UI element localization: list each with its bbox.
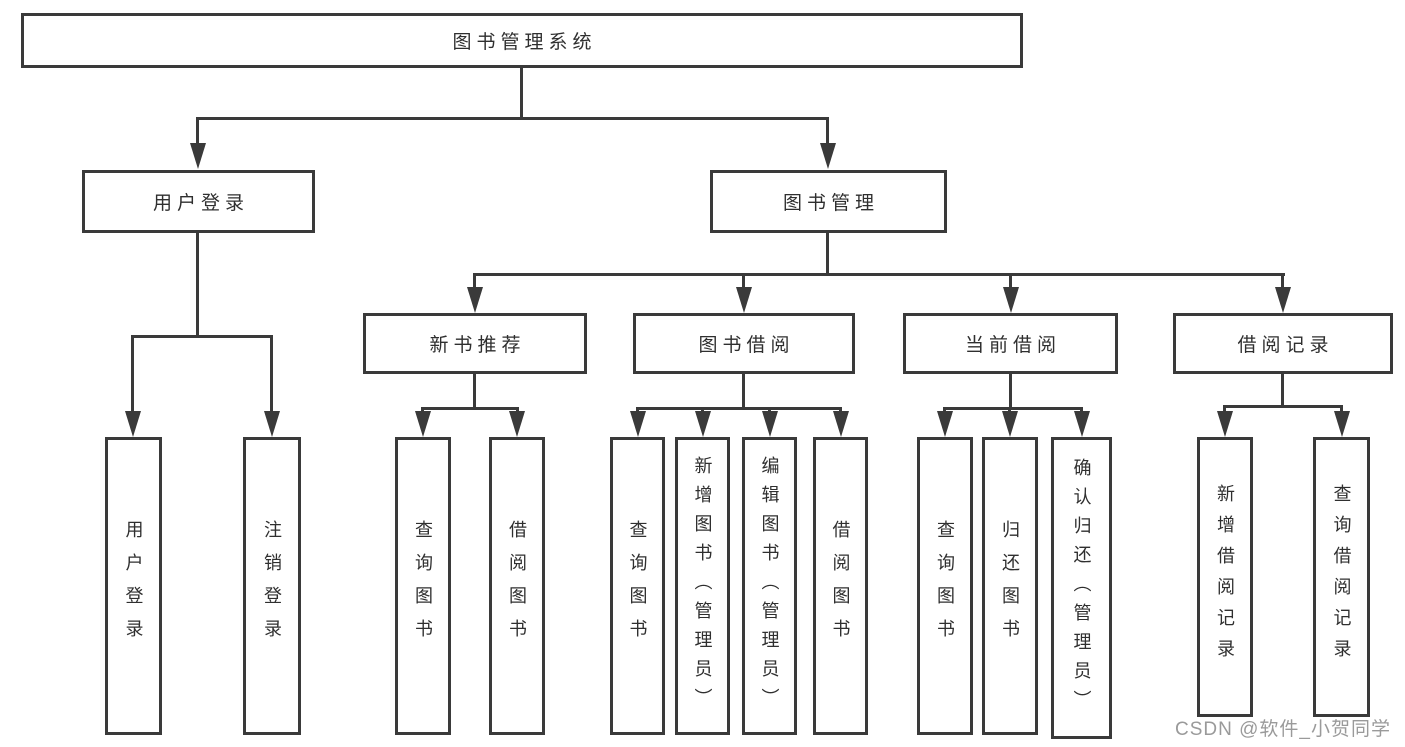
arrow-down-icon: [509, 411, 525, 437]
leaf-add-borrow-record-label: 新增借阅记录: [1215, 484, 1235, 670]
connector-newbook-bus: [421, 407, 519, 410]
arrow-down-icon: [695, 411, 711, 437]
leaf-user-login-label: 用户登录: [123, 520, 144, 652]
connector-records-stem: [1281, 374, 1284, 405]
connector-current-child1: [943, 407, 946, 413]
connector-root-bus: [196, 117, 829, 120]
connector-mgmt-records: [1281, 273, 1284, 287]
connector-records-child2: [1340, 405, 1343, 413]
leaf-query-books-3: 查询图书: [917, 437, 973, 735]
leaf-return-books: 归还图书: [982, 437, 1038, 735]
connector-borrow-child4: [839, 407, 842, 413]
connector-current-child3: [1080, 407, 1083, 413]
leaf-query-books-3-label: 查询图书: [935, 520, 955, 652]
node-current-borrow: 当前借阅: [903, 313, 1118, 374]
arrow-down-icon: [1334, 411, 1350, 437]
connector-login-child1: [131, 335, 134, 411]
arrow-down-icon: [125, 411, 141, 437]
arrow-down-icon: [415, 411, 431, 437]
node-book-management: 图书管理: [710, 170, 947, 233]
leaf-query-books-1: 查询图书: [395, 437, 451, 735]
leaf-query-books-1-label: 查询图书: [413, 520, 433, 652]
arrow-down-icon: [736, 287, 752, 313]
connector-login-bus: [131, 335, 273, 338]
leaf-borrow-books-2: 借阅图书: [813, 437, 868, 735]
leaf-edit-books-admin: 编辑图书（管理员）: [742, 437, 797, 735]
arrow-down-icon: [190, 143, 206, 169]
node-borrow-records: 借阅记录: [1173, 313, 1393, 374]
node-new-book-recommend: 新书推荐: [363, 313, 587, 374]
connector-borrow-stem: [742, 374, 745, 407]
csdn-watermark: CSDN @软件_小贺同学: [1175, 719, 1391, 740]
arrow-down-icon: [1002, 411, 1018, 437]
leaf-edit-books-admin-label: 编辑图书（管理员）: [759, 455, 780, 717]
connector-root-mgmt: [826, 117, 829, 144]
connector-mgmt-stem: [826, 233, 829, 273]
connector-mgmt-current: [1009, 273, 1012, 287]
connector-root-login: [196, 117, 199, 144]
leaf-add-books-admin-label: 新增图书（管理员）: [692, 455, 713, 717]
leaf-user-login: 用户登录: [105, 437, 162, 735]
arrow-down-icon: [1074, 411, 1090, 437]
arrow-down-icon: [467, 287, 483, 313]
connector-current-child2: [1008, 407, 1011, 413]
leaf-confirm-return-admin: 确认归还（管理员）: [1051, 437, 1112, 739]
connector-newbook-child1: [421, 407, 424, 413]
connector-mgmt-bus: [473, 273, 1285, 276]
connector-records-child1: [1223, 405, 1226, 413]
leaf-query-books-2: 查询图书: [610, 437, 665, 735]
leaf-confirm-return-admin-label: 确认归还（管理员）: [1071, 457, 1092, 719]
arrow-down-icon: [1003, 287, 1019, 313]
node-user-login: 用户登录: [82, 170, 315, 233]
connector-newbook-child2: [516, 407, 519, 413]
connector-newbook-stem: [473, 374, 476, 407]
connector-borrow-child1: [636, 407, 639, 413]
connector-root-stem: [520, 68, 523, 117]
connector-current-bus: [943, 407, 1083, 410]
leaf-add-books-admin: 新增图书（管理员）: [675, 437, 730, 735]
connector-borrow-bus: [636, 407, 842, 410]
arrow-down-icon: [1275, 287, 1291, 313]
leaf-borrow-books-2-label: 借阅图书: [830, 520, 851, 652]
leaf-logout-label: 注销登录: [262, 520, 282, 652]
node-new-book-recommend-label: 新书推荐: [429, 335, 526, 356]
leaf-logout: 注销登录: [243, 437, 301, 735]
leaf-borrow-books-1-label: 借阅图书: [507, 520, 527, 652]
arrow-down-icon: [630, 411, 646, 437]
connector-login-stem: [196, 233, 199, 335]
connector-borrow-child3: [768, 407, 771, 413]
connector-login-child2: [270, 335, 273, 411]
node-book-borrow-label: 图书借阅: [698, 335, 795, 356]
node-user-login-label: 用户登录: [152, 193, 249, 214]
leaf-query-borrow-record: 查询借阅记录: [1313, 437, 1370, 717]
arrow-down-icon: [264, 411, 280, 437]
leaf-borrow-books-1: 借阅图书: [489, 437, 545, 735]
node-current-borrow-label: 当前借阅: [964, 335, 1061, 356]
node-root: 图书管理系统: [21, 13, 1023, 68]
connector-borrow-child2: [701, 407, 704, 413]
arrow-down-icon: [1217, 411, 1233, 437]
leaf-add-borrow-record: 新增借阅记录: [1197, 437, 1253, 717]
arrow-down-icon: [937, 411, 953, 437]
connector-current-stem: [1009, 374, 1012, 407]
connector-records-bus: [1223, 405, 1343, 408]
node-book-borrow: 图书借阅: [633, 313, 855, 374]
node-root-label: 图书管理系统: [452, 32, 597, 53]
leaf-query-borrow-record-label: 查询借阅记录: [1331, 484, 1352, 670]
arrow-down-icon: [762, 411, 778, 437]
leaf-return-books-label: 归还图书: [1000, 520, 1020, 652]
connector-mgmt-newbook: [473, 273, 476, 287]
connector-mgmt-borrow: [742, 273, 745, 287]
node-borrow-records-label: 借阅记录: [1237, 335, 1334, 356]
node-book-management-label: 图书管理: [782, 193, 879, 214]
arrow-down-icon: [820, 143, 836, 169]
leaf-query-books-2-label: 查询图书: [627, 520, 648, 652]
arrow-down-icon: [833, 411, 849, 437]
